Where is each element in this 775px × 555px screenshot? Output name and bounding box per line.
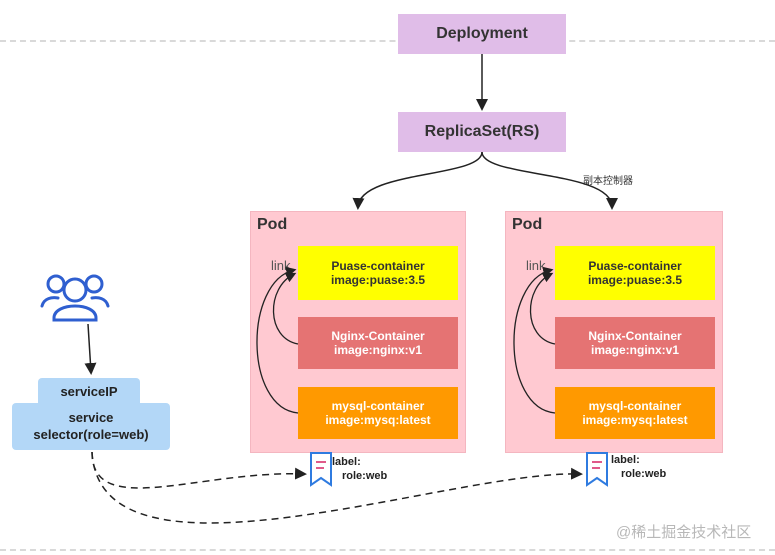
label-value: role:web [342,470,388,483]
pause-container: Puase-container image:puase:3.5 [298,246,458,300]
watermark: @稀土掘金技术社区 [616,524,752,541]
label-key: label: [332,456,361,468]
nginx-container: Nginx-Container image:nginx:v1 [298,317,458,369]
mysql-container: mysql-container image:mysq:latest [298,387,458,439]
service-ip: serviceIP [38,378,140,404]
service-line1: service [68,410,114,426]
pod-label-text: label: role:web [611,453,666,482]
label-tag-icon [586,452,608,487]
users-icon [40,274,110,322]
pause-container: Puase-container image:puase:3.5 [555,246,715,300]
pod-title: Pod [512,216,543,233]
link-arrow-nginx [272,272,299,345]
container-name: Puase-container [588,258,682,273]
link-arrow-mysql [256,266,299,414]
label-value: role:web [621,468,667,481]
container-image: image:puase:3.5 [330,273,426,287]
service-to-pod2-label-arrow [91,451,583,524]
link-arrow-mysql [513,266,556,414]
container-name: mysql-container [588,398,682,413]
label-tag-icon [310,452,332,487]
bottom-divider [0,549,775,551]
top-divider [0,40,775,42]
link-label: link [526,258,546,273]
container-image: image:nginx:v1 [590,343,680,357]
container-image: image:mysq:latest [325,413,431,427]
replicaset-box: ReplicaSet(RS) [398,112,566,152]
link-arrow-nginx [529,272,556,345]
container-image: image:puase:3.5 [587,273,683,287]
container-name: Puase-container [331,258,425,273]
users-to-service-arrow [84,323,97,375]
service-to-pod1-label-arrow [91,451,307,489]
rs-to-pod1-arrow [352,151,483,210]
nginx-container: Nginx-Container image:nginx:v1 [555,317,715,369]
replicaset-note: 副本控制器 [583,176,633,187]
service-box: service selector(role=web) [12,403,170,450]
deployment-box: Deployment [398,14,566,54]
mysql-container: mysql-container image:mysq:latest [555,387,715,439]
container-image: image:mysq:latest [582,413,688,427]
pod-title: Pod [257,216,288,233]
container-image: image:nginx:v1 [333,343,423,357]
container-name: Nginx-Container [588,328,682,343]
label-key: label: [611,454,640,466]
service-selector: selector(role=web) [33,426,149,442]
container-name: mysql-container [331,398,425,413]
container-name: Nginx-Container [331,328,425,343]
rs-to-pod2-arrow [481,151,618,210]
pod-label-text: label: role:web [332,455,387,484]
